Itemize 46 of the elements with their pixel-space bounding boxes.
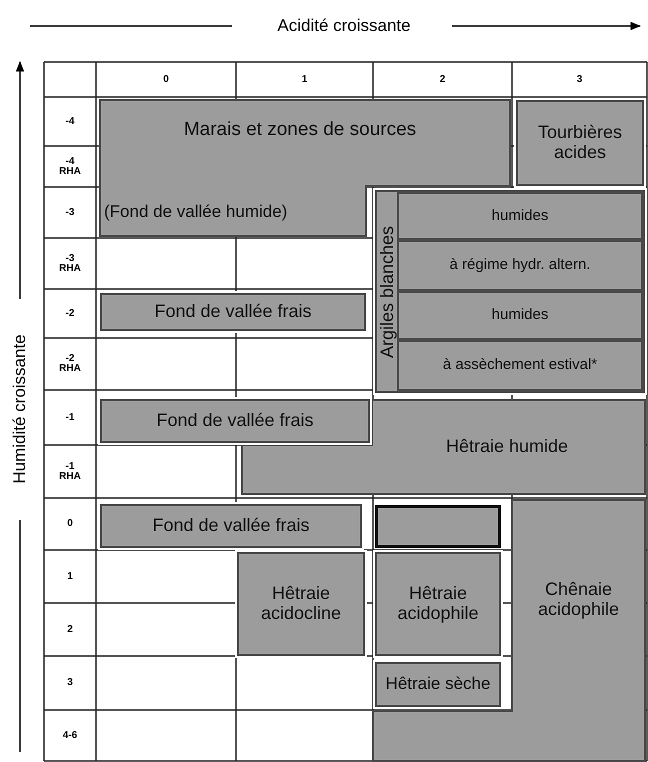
axis-value: -1: [64, 410, 76, 424]
axis-value: 2: [66, 622, 74, 636]
zone-label: humides: [490, 305, 550, 326]
axis-value: -3 RHA: [58, 252, 82, 276]
zone-box: [100, 504, 362, 548]
zone-label: Fond de vallée frais: [153, 300, 313, 324]
zone-box: [100, 399, 370, 443]
axis-value: 0: [162, 72, 170, 86]
zone-label: Fond de vallée frais: [151, 514, 311, 538]
zone-box: [375, 190, 645, 393]
axis-value: -2 RHA: [58, 352, 82, 376]
axis-value: -4 RHA: [58, 154, 82, 178]
axis-value: -2: [64, 306, 76, 320]
zone-label: à assèchement estival*: [442, 355, 598, 376]
zone-band: [397, 340, 643, 391]
zone-label: (Fond de vallée humide): [104, 200, 288, 223]
zone-label: Hêtraie acidophile: [396, 582, 480, 625]
zone-label: Chênaie acidophile: [536, 578, 620, 621]
axis-value: -3: [64, 206, 76, 220]
zone-label: à régime hydr. altern.: [448, 255, 592, 276]
zone-box: [516, 100, 644, 186]
zone-label: Tourbières acides: [536, 121, 624, 164]
axis-value: -4: [64, 114, 76, 128]
zone-box: [375, 662, 501, 707]
zone-label: Marais et zones de sources: [182, 118, 418, 142]
axis-value: 1: [66, 570, 74, 584]
axis-value: 0: [66, 517, 74, 531]
zone-label: Fond de vallée frais: [155, 409, 315, 432]
zone-label: Hêtraie acidocline: [260, 582, 342, 625]
axis-value: 2: [438, 72, 446, 86]
zone-label: Hêtraie humide: [444, 435, 570, 458]
zone-box: [100, 293, 366, 331]
zone-band: [397, 240, 643, 291]
axis-value: 1: [300, 72, 308, 86]
axis-value: 3: [66, 676, 74, 690]
axis-value: 3: [576, 72, 584, 86]
zone-box: [237, 552, 365, 656]
zone-box: [375, 505, 501, 548]
zone-label: humides: [490, 206, 550, 226]
zone-label: Argiles blanches: [376, 224, 398, 360]
zone-label: Hêtraie sèche: [384, 673, 492, 696]
axis-value: -1 RHA: [58, 460, 82, 484]
zone-box: [375, 552, 501, 656]
zone-band: [397, 192, 643, 240]
zone-band: [397, 291, 643, 340]
axis-value: 4-6: [62, 728, 78, 742]
